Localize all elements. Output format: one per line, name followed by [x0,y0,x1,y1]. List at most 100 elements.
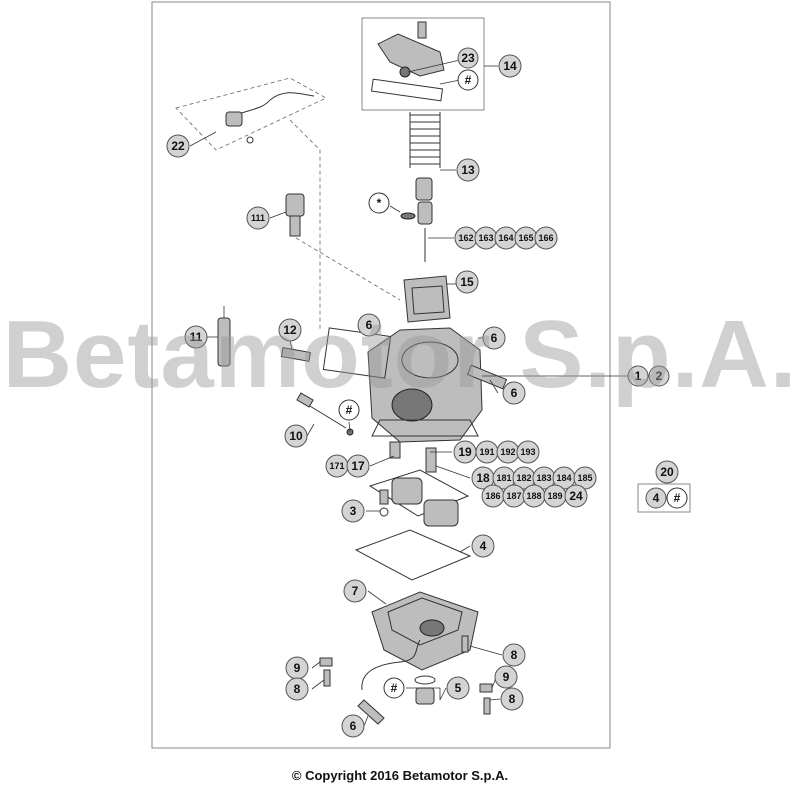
callout-11[interactable]: 11 [184,325,208,349]
callout-165[interactable]: 165 [514,226,538,250]
svg-text:192: 192 [500,447,515,457]
overflow-hose-part [361,639,421,691]
screw-8-right-part [483,697,491,715]
callout-187[interactable]: 187 [502,484,526,508]
callout-19[interactable]: 19 [453,440,477,464]
svg-text:1: 1 [635,369,642,383]
svg-text:171: 171 [329,461,344,471]
kit-20-box [637,483,691,513]
svg-text:4: 4 [480,539,487,553]
svg-text:193: 193 [520,447,535,457]
svg-text:187: 187 [506,491,521,501]
callout-15[interactable]: 15 [455,270,479,294]
idle-screw-part [285,193,401,301]
callout-6-right[interactable]: 6 [502,381,526,405]
callout-4[interactable]: 4 [471,534,495,558]
svg-text:9: 9 [294,661,301,675]
callout-182[interactable]: 182 [512,466,536,490]
callout-163[interactable]: 163 [474,226,498,250]
svg-text:6: 6 [366,318,373,332]
callout-10[interactable]: 10 [284,424,308,448]
svg-text:165: 165 [518,233,533,243]
float-bowl-part [371,591,479,671]
svg-text:185: 185 [577,473,592,483]
callout-1[interactable]: 1 [627,365,649,387]
svg-text:7: 7 [352,584,359,598]
svg-text:13: 13 [461,163,475,177]
throttle-spring-part [400,112,441,225]
svg-text:8: 8 [509,692,516,706]
svg-text:2: 2 [656,369,663,383]
svg-text:24: 24 [569,489,583,503]
callout-9-right[interactable]: 9 [494,665,518,689]
callout-3[interactable]: 3 [341,499,365,523]
svg-text:188: 188 [526,491,541,501]
callout-111[interactable]: 111 [246,206,270,230]
svg-text:#: # [465,73,472,87]
callout-7[interactable]: 7 [343,579,367,603]
svg-text:3: 3 [350,504,357,518]
callout-12[interactable]: 12 [278,318,302,342]
callout-193[interactable]: 193 [516,440,540,464]
throttle-slide-part [403,275,451,323]
callout-20[interactable]: 20 [655,460,679,484]
callout-8-top[interactable]: 8 [502,643,526,667]
callout-8-right[interactable]: 8 [500,687,524,711]
callout-8-left[interactable]: 8 [285,677,309,701]
callout-2[interactable]: 2 [648,365,670,387]
callout-17[interactable]: 17 [346,454,370,478]
callout-9-left[interactable]: 9 [285,656,309,680]
float-assembly-part [368,469,470,527]
callout-162[interactable]: 162 [454,226,478,250]
svg-text:8: 8 [511,648,518,662]
callout-191[interactable]: 191 [475,440,499,464]
svg-text:184: 184 [556,473,571,483]
svg-text:191: 191 [479,447,494,457]
svg-text:#: # [391,681,398,695]
callout-23[interactable]: 23 [457,47,479,69]
svg-text:17: 17 [351,459,365,473]
callout-hash-cap[interactable]: # [457,69,479,91]
callout-24[interactable]: 24 [564,484,588,508]
svg-text:6: 6 [491,331,498,345]
svg-text:164: 164 [498,233,513,243]
clip-9-left-part [319,657,333,667]
svg-text:12: 12 [283,323,297,337]
svg-text:5: 5 [455,681,462,695]
svg-text:181: 181 [496,473,511,483]
copyright-text: © Copyright 2016 Betamotor S.p.A. [291,768,509,783]
callout-hash-drain[interactable]: # [383,677,405,699]
svg-text:8: 8 [294,682,301,696]
callout-6-upper-left[interactable]: 6 [357,313,381,337]
callout-6-upper-right[interactable]: 6 [482,326,506,350]
svg-text:15: 15 [460,275,474,289]
callout-13[interactable]: 13 [456,158,480,182]
callout-22[interactable]: 22 [166,134,190,158]
callout-186[interactable]: 186 [481,484,505,508]
screw-8-left-part [323,669,331,687]
svg-text:163: 163 [478,233,493,243]
cable-dashed-lead [289,119,321,330]
svg-text:162: 162 [458,233,473,243]
svg-text:4: 4 [653,491,660,505]
overflow-hose-end-part [357,699,385,725]
callout-4-kit[interactable]: 4 [645,487,667,509]
svg-text:6: 6 [511,386,518,400]
cap-assembly-box [361,17,485,111]
callout-hash-body[interactable]: # [338,399,360,421]
callout-5[interactable]: 5 [446,676,470,700]
callout-189[interactable]: 189 [543,484,567,508]
callout-166[interactable]: 166 [534,226,558,250]
callout-18[interactable]: 18 [471,466,495,490]
callout-171[interactable]: 171 [325,454,349,478]
callout-6-bottom[interactable]: 6 [341,714,365,738]
callout-164[interactable]: 164 [494,226,518,250]
carb-body-part [322,327,508,443]
callout-star[interactable]: * [368,192,390,214]
svg-text:22: 22 [171,139,185,153]
callout-14[interactable]: 14 [498,54,522,78]
callout-hash-kit[interactable]: # [666,487,688,509]
callout-188[interactable]: 188 [522,484,546,508]
callout-192[interactable]: 192 [496,440,520,464]
